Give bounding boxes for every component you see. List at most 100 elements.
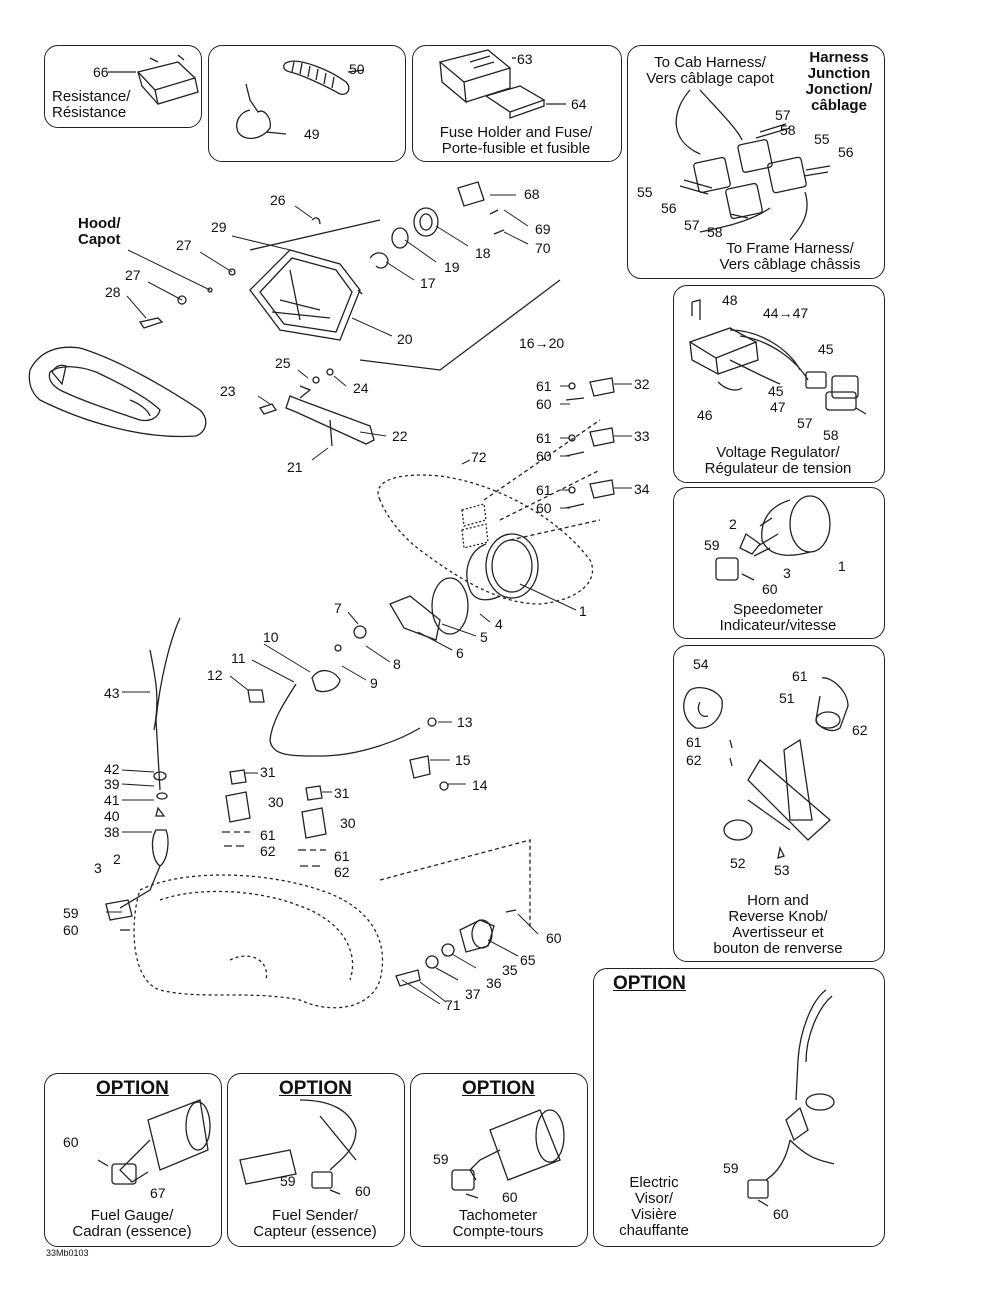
part-number: 59	[704, 537, 720, 553]
part-number: 60	[502, 1189, 518, 1205]
part-number: 50	[349, 61, 365, 77]
part-number: 57	[684, 217, 700, 233]
part-number: 25	[275, 355, 291, 371]
part-number: 31	[260, 764, 276, 780]
part-number: 43	[104, 685, 120, 701]
visor-option-heading: OPTION	[613, 973, 686, 994]
part-number: 53	[774, 862, 790, 878]
part-number: 59	[723, 1160, 739, 1176]
part-number: 65	[520, 952, 536, 968]
part-number: 32	[634, 376, 650, 392]
harness-junction-drawing	[675, 89, 831, 241]
part-number: 39	[104, 776, 120, 792]
part-number: 57	[775, 107, 791, 123]
part-number: 61	[334, 848, 350, 864]
part-number: 66	[93, 64, 109, 80]
cab-harness-caption: To Cab Harness/Vers câblage capot	[646, 54, 774, 87]
clamp-drawing	[236, 60, 365, 139]
part-number: 46	[697, 407, 713, 423]
part-number: 17	[420, 275, 436, 291]
visor-option-drawing	[747, 989, 835, 1207]
drawing-code: 33Mb0103	[46, 1248, 89, 1258]
part-number: 5	[480, 629, 488, 645]
fuel-gauge-drawing	[97, 1099, 211, 1185]
harness-junction-panel	[627, 45, 885, 279]
part-number: 60	[536, 396, 552, 412]
part-number: 33	[634, 428, 650, 444]
harness-junction-title: Harness Junction Jonction/ câblage	[805, 49, 873, 114]
voltage-regulator-drawing	[688, 299, 867, 415]
part-number: 71	[445, 997, 461, 1013]
part-number: 67	[150, 1185, 166, 1201]
leader-lines	[106, 194, 632, 1005]
part-number: 9	[370, 675, 378, 691]
part-number: 61	[792, 668, 808, 684]
part-number: 60	[546, 930, 562, 946]
part-number: 41	[104, 792, 120, 808]
horn-panel	[673, 645, 885, 962]
frame-harness-caption: To Frame Harness/Vers câblage châssis	[719, 240, 861, 273]
fuel-sender-option-heading: OPTION	[279, 1078, 352, 1099]
part-number: 59	[280, 1173, 296, 1189]
part-number: 7	[334, 600, 342, 616]
resistance-caption: Resistance/Résistance	[52, 88, 131, 121]
part-number: 70	[535, 240, 551, 256]
part-number: 38	[104, 824, 120, 840]
voltage-regulator-caption: Voltage Regulator/Régulateur de tension	[704, 444, 852, 477]
part-number: 1	[838, 558, 846, 574]
part-number: 60	[762, 581, 778, 597]
part-number: 64	[571, 96, 587, 112]
part-number: 24	[353, 380, 369, 396]
part-number: 3	[94, 860, 102, 876]
part-number: 26	[270, 192, 286, 208]
part-number: 30	[340, 815, 356, 831]
part-number: 52	[730, 855, 746, 871]
part-number: 2	[113, 851, 121, 867]
speedometer-panel-drawing	[715, 495, 831, 581]
part-number: 54	[693, 656, 709, 672]
part-number: 20	[397, 331, 413, 347]
part-number: 59	[433, 1151, 449, 1167]
part-number: 61	[260, 827, 276, 843]
part-number: 1	[579, 603, 587, 619]
horn-panel-drawing	[683, 677, 849, 859]
part-number: 61	[686, 734, 702, 750]
fuse-holder-drawing	[438, 49, 566, 119]
part-number: 60	[536, 448, 552, 464]
part-number: 27	[176, 237, 192, 253]
part-number: 60	[63, 1134, 79, 1150]
horn-caption: Horn and Reverse Knob/ Avertisseur et bo…	[713, 892, 843, 957]
part-number: 14	[472, 777, 488, 793]
fuel-sender-caption: Fuel Sender/Capteur (essence)	[253, 1207, 377, 1240]
part-number: 18	[475, 245, 491, 261]
part-number: 45	[768, 383, 784, 399]
part-number: 49	[304, 126, 320, 142]
part-number: 58	[823, 427, 839, 443]
part-number: 60	[63, 922, 79, 938]
fuel-sender-drawing	[239, 1099, 357, 1195]
part-number: 60	[355, 1183, 371, 1199]
main-exploded-view	[28, 181, 615, 1009]
resistance-drawing	[108, 54, 199, 105]
part-number: 59	[63, 905, 79, 921]
electric-visor-caption: Electric Visor/ Visière chauffante	[619, 1174, 689, 1239]
part-number: 61	[536, 378, 552, 394]
part-number: 34	[634, 481, 650, 497]
part-number: 6	[456, 645, 464, 661]
part-number: 16→20	[519, 335, 565, 351]
part-number: 4	[495, 616, 503, 632]
fuel-sender-panel	[227, 1073, 405, 1247]
part-number: 8	[393, 656, 401, 672]
tachometer-drawing	[451, 1109, 565, 1199]
electric-visor-panel	[593, 968, 885, 1247]
part-number: 61	[536, 430, 552, 446]
fuse-holder-caption: Fuse Holder and Fuse/Porte-fusible et fu…	[439, 124, 593, 157]
tachometer-panel	[410, 1073, 588, 1247]
part-number: 58	[780, 122, 796, 138]
part-number: 40	[104, 808, 120, 824]
part-number: 51	[779, 690, 795, 706]
part-number: 56	[838, 144, 854, 160]
